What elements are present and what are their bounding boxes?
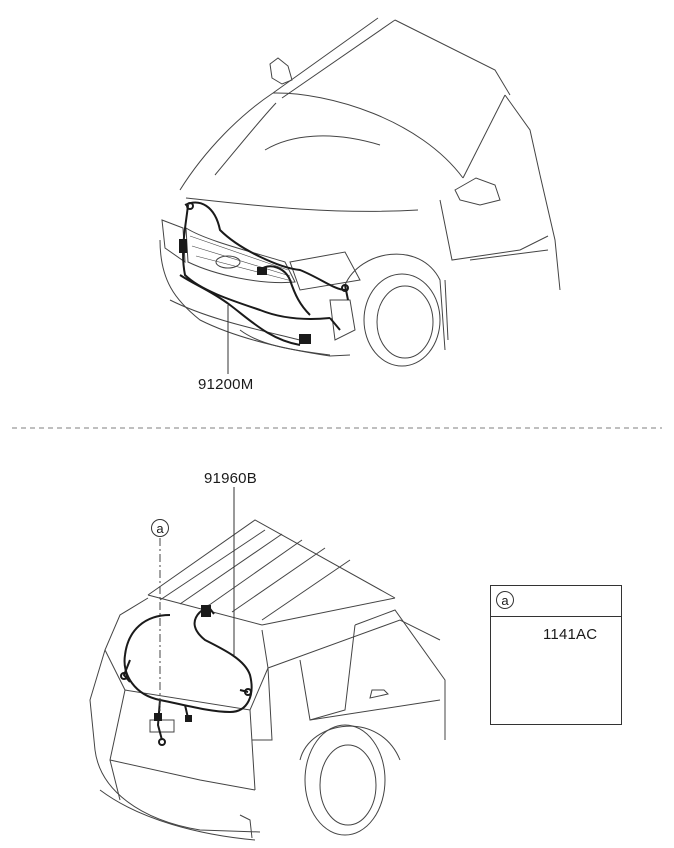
front-car-illustration: [159, 17, 561, 367]
part-label-front-harness: 91200M: [198, 376, 254, 393]
detail-box-reference-marker: a: [496, 591, 514, 609]
part-label-tailgate-harness: 91960B: [204, 470, 257, 487]
tailgate-wiring-harness: [120, 604, 253, 746]
part-label-bolt: 1141AC: [543, 626, 598, 643]
front-wiring-harness: [179, 201, 349, 346]
detail-box: a 1141AC: [490, 585, 622, 725]
detail-reference-marker: a: [151, 519, 169, 537]
rear-car-illustration: [89, 519, 446, 841]
detail-box-header: a: [491, 586, 621, 617]
